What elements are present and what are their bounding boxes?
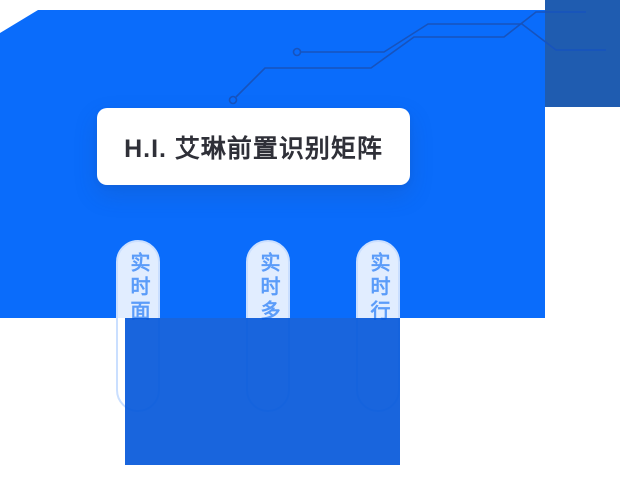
pill-tag-label: 实时多 (257, 252, 279, 324)
pill-tag-label: 实时行 (367, 252, 389, 324)
page-title: H.I. 艾琳前置识别矩阵 (124, 134, 383, 163)
title-card: H.I. 艾琳前置识别矩阵 (97, 108, 410, 185)
pill-tag-label: 实时面 (127, 252, 149, 324)
accent-panel-top-right (545, 0, 620, 107)
lower-panel (125, 318, 400, 465)
